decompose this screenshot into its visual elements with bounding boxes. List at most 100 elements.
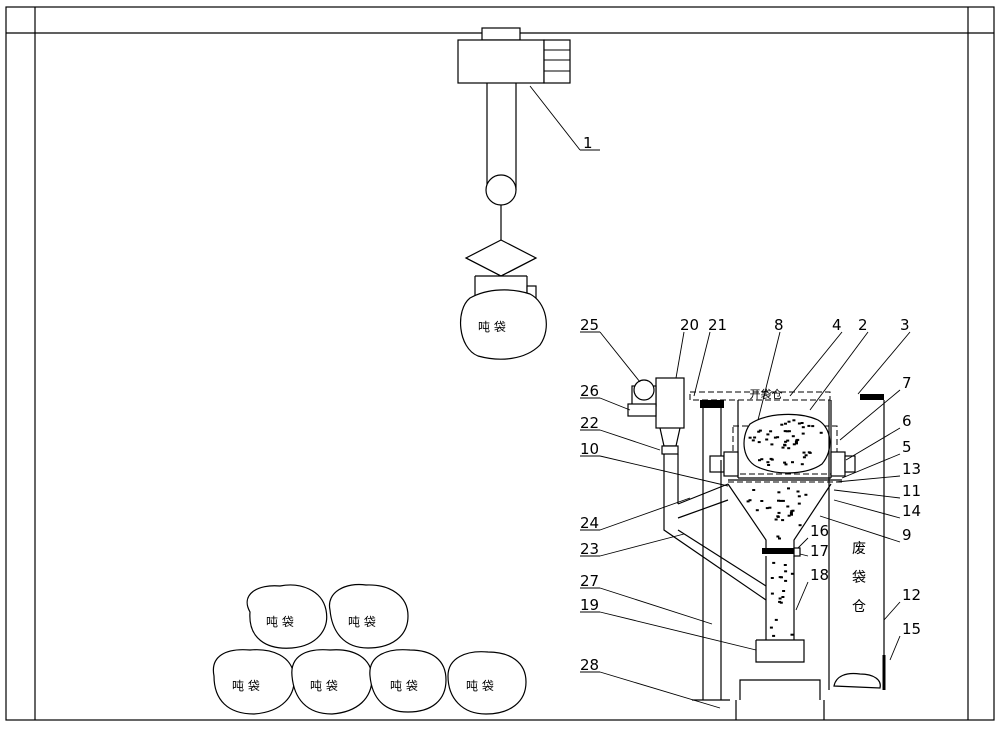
material-particle bbox=[790, 513, 793, 516]
material-particle bbox=[783, 443, 787, 446]
callout-6: 6 bbox=[902, 412, 912, 430]
material-particle bbox=[800, 422, 804, 424]
bag-label: 吨 袋 bbox=[478, 320, 506, 334]
bag-label: 吨 袋 bbox=[310, 679, 338, 693]
material-particle bbox=[765, 507, 769, 510]
material-particle bbox=[807, 424, 811, 427]
material-particle bbox=[804, 454, 808, 457]
material-particle bbox=[786, 439, 790, 442]
material-particle bbox=[797, 502, 801, 505]
material-particle bbox=[784, 579, 788, 582]
callout-5: 5 bbox=[902, 438, 912, 456]
material-particle bbox=[790, 633, 794, 636]
waste-bin-label-3: 仓 bbox=[852, 599, 866, 615]
hoist bbox=[457, 27, 571, 300]
material-particle bbox=[769, 430, 773, 433]
leader-lines bbox=[529, 85, 911, 709]
material-particle bbox=[748, 436, 752, 439]
material-particle bbox=[772, 634, 776, 637]
material-particle bbox=[787, 420, 791, 423]
callout-4: 4 bbox=[832, 316, 842, 334]
material-particle bbox=[774, 618, 778, 621]
material-particle bbox=[781, 499, 785, 502]
material-particle bbox=[790, 572, 794, 575]
callout-27: 27 bbox=[580, 572, 599, 590]
material-particle bbox=[795, 442, 798, 445]
bag-label: 吨 袋 bbox=[348, 615, 376, 629]
material-particle bbox=[752, 489, 756, 491]
material-particle bbox=[782, 590, 786, 592]
material-particle bbox=[770, 443, 774, 446]
material-particle bbox=[755, 509, 759, 512]
material-particle bbox=[776, 515, 780, 518]
material-particle bbox=[796, 438, 800, 441]
material-particle bbox=[783, 461, 787, 464]
material-particle bbox=[802, 456, 806, 459]
callout-23: 23 bbox=[580, 540, 599, 558]
material-particle bbox=[780, 423, 784, 426]
material-particle bbox=[779, 601, 783, 604]
material-particle bbox=[798, 524, 802, 527]
material-particle bbox=[784, 440, 788, 443]
material-particle bbox=[787, 430, 791, 433]
callout-21: 21 bbox=[708, 316, 727, 334]
material-particle bbox=[800, 463, 804, 466]
bag-stack: 吨 袋 吨 袋 吨 袋 吨 袋 吨 袋 吨 袋 bbox=[212, 583, 527, 715]
material-particle bbox=[746, 500, 750, 503]
callout-1: 1 bbox=[583, 134, 593, 152]
material-particle bbox=[789, 512, 793, 514]
material-particle bbox=[791, 509, 795, 512]
material-particle bbox=[768, 506, 772, 509]
material-particle bbox=[807, 451, 811, 454]
callout-17: 17 bbox=[810, 542, 829, 560]
callout-19: 19 bbox=[580, 596, 599, 614]
material-particle bbox=[758, 459, 761, 462]
callout-7: 7 bbox=[902, 374, 912, 392]
waste-bin-label-2: 袋 bbox=[852, 570, 866, 586]
material-particle bbox=[804, 493, 808, 496]
callout-24: 24 bbox=[580, 514, 599, 532]
material-particle bbox=[776, 535, 780, 538]
material-particle bbox=[811, 425, 815, 428]
material-particle bbox=[778, 576, 782, 579]
material-particle bbox=[769, 457, 773, 460]
callout-25: 25 bbox=[580, 316, 599, 334]
material-particle bbox=[766, 461, 770, 464]
material-particle bbox=[778, 597, 782, 600]
chamber-label: 开袋仓 bbox=[750, 387, 783, 401]
material-particle bbox=[765, 438, 769, 441]
material-particle bbox=[801, 432, 805, 435]
callout-11: 11 bbox=[902, 482, 921, 500]
material-particle bbox=[757, 441, 761, 444]
material-particles bbox=[746, 419, 823, 637]
material-particle bbox=[767, 464, 771, 466]
material-particle bbox=[819, 431, 823, 434]
material-particle bbox=[787, 447, 791, 450]
material-particle bbox=[748, 499, 752, 502]
callout-26: 26 bbox=[580, 382, 599, 400]
drawing-frame bbox=[5, 6, 995, 721]
material-particle bbox=[796, 490, 800, 493]
callout-18: 18 bbox=[810, 566, 829, 584]
material-particle bbox=[792, 443, 796, 446]
material-particle bbox=[784, 570, 788, 573]
material-particle bbox=[781, 446, 785, 449]
material-particle bbox=[760, 458, 764, 461]
material-particle bbox=[784, 463, 788, 466]
material-particle bbox=[781, 596, 785, 598]
material-particle bbox=[787, 487, 790, 490]
material-particle bbox=[781, 519, 785, 522]
callout-14: 14 bbox=[902, 502, 921, 520]
material-particle bbox=[777, 511, 781, 514]
callout-9: 9 bbox=[902, 526, 912, 544]
material-particle bbox=[773, 436, 777, 439]
material-particle bbox=[785, 430, 789, 433]
material-particle bbox=[777, 499, 780, 502]
material-particle bbox=[776, 436, 780, 439]
callout-8: 8 bbox=[774, 316, 784, 334]
callout-10: 10 bbox=[580, 440, 599, 458]
material-particle bbox=[786, 505, 790, 508]
callout-12: 12 bbox=[902, 586, 921, 604]
